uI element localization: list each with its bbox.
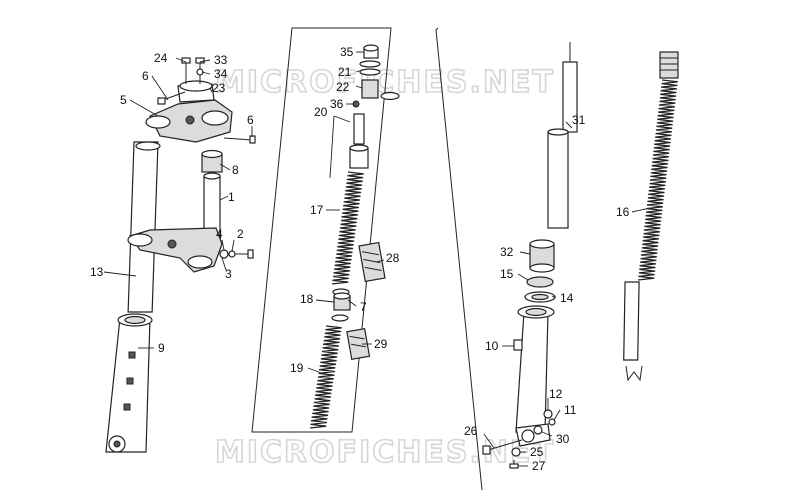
right-fork-leg [513, 305, 555, 447]
callout-28: 28 [386, 251, 400, 265]
callout-6-top: 6 [142, 69, 149, 83]
pinch-bolt-side [223, 135, 256, 144]
handlebar-clamp [177, 80, 215, 103]
callout-10: 10 [485, 339, 499, 353]
callout-21: 21 [338, 65, 352, 79]
callout-4: 4 [216, 227, 223, 241]
callout-33: 33 [214, 53, 228, 67]
callout-35: 35 [340, 45, 354, 59]
callout-13: 13 [90, 265, 104, 279]
callout-26: 26 [464, 424, 478, 438]
fork-spring-lower [309, 325, 342, 429]
callout-23: 23 [212, 81, 226, 95]
lower-yoke-bolt [219, 249, 254, 259]
callout-29: 29 [374, 337, 388, 351]
left-fork-slider [105, 313, 153, 453]
callout-14: 14 [560, 291, 574, 305]
seal-ring [526, 276, 554, 288]
seal-28 [358, 241, 386, 283]
callout-20: 20 [314, 105, 328, 119]
callout-36: 36 [330, 97, 344, 111]
guide-bush [529, 239, 555, 273]
callout-18: 18 [300, 292, 314, 306]
callout-30: 30 [556, 432, 570, 446]
damper-cartridge [659, 51, 679, 79]
callout-19: 19 [290, 361, 304, 375]
callout-6-side: 6 [247, 113, 254, 127]
callout-17: 17 [310, 203, 324, 217]
callout-3: 3 [225, 267, 232, 281]
callout-34: 34 [214, 67, 228, 81]
panel-fork-internals [251, 27, 392, 433]
callout-9: 9 [158, 341, 165, 355]
callouts: 1 2 3 4 5 6 6 7 8 9 10 11 12 13 14 15 16… [90, 45, 630, 473]
callout-7: 7 [360, 300, 367, 314]
drain-screws [482, 409, 556, 469]
callout-11: 11 [564, 403, 577, 417]
fork-spring-upper [331, 171, 364, 285]
upper-yoke [145, 99, 233, 143]
watermark-bottom: MICROFICHES.NET [215, 435, 555, 470]
callout-2: 2 [237, 227, 244, 241]
lower-yoke [127, 227, 223, 273]
callout-8: 8 [232, 163, 239, 177]
leader-lines [103, 51, 651, 467]
seal-29 [346, 327, 371, 361]
callout-32: 32 [500, 245, 514, 259]
spacer-bushes [331, 288, 351, 322]
callout-22: 22 [336, 80, 350, 94]
callout-31: 31 [572, 113, 586, 127]
inner-tube [547, 42, 578, 229]
callout-27: 27 [532, 459, 546, 473]
oil-seal [524, 291, 556, 303]
callout-16: 16 [616, 205, 630, 219]
callout-25: 25 [530, 445, 544, 459]
panel-divider [435, 27, 483, 490]
left-fork-tube [127, 141, 161, 313]
damper-spring [637, 79, 678, 281]
callout-12: 12 [549, 387, 563, 401]
callout-1: 1 [228, 190, 235, 204]
callout-15: 15 [500, 267, 514, 281]
callout-5: 5 [120, 93, 127, 107]
damper-tube [623, 281, 643, 382]
damper-rod-top [349, 44, 400, 169]
callout-24: 24 [154, 51, 168, 65]
